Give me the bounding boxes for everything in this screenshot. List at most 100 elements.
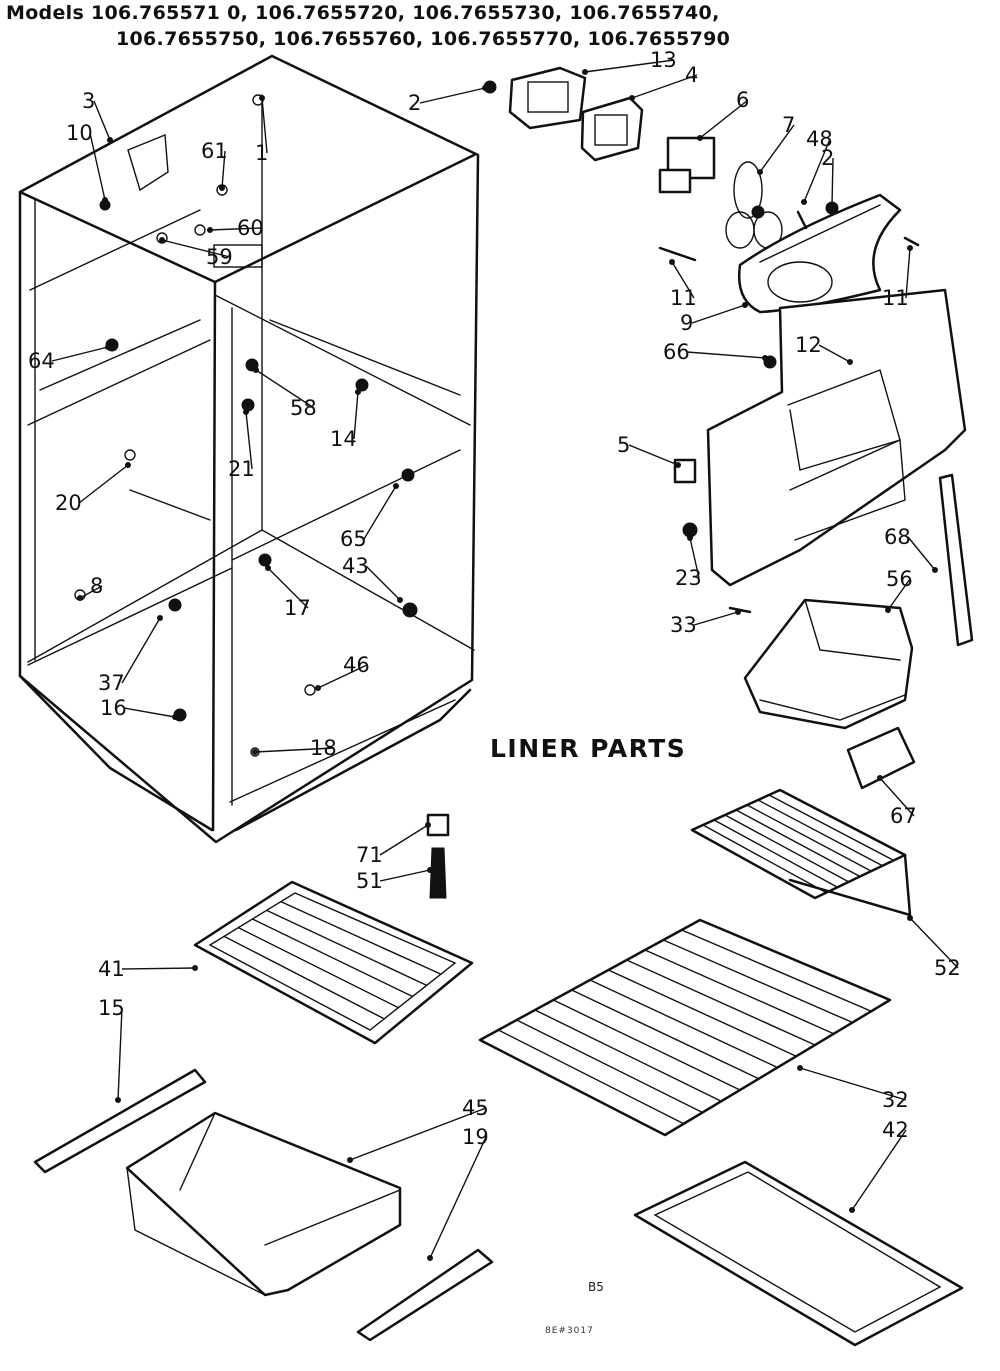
leader-arrow-32: [797, 1065, 803, 1071]
shelf-rib: [265, 909, 428, 987]
callout-51: 51: [356, 869, 383, 893]
callout-13: 13: [650, 48, 677, 72]
shelf-rib: [280, 900, 442, 975]
fan-motor-6: [658, 136, 716, 194]
callout-14: 14: [330, 427, 357, 451]
leader-arrow-41: [192, 965, 198, 971]
leader-line-51: [379, 869, 431, 882]
leader-arrow-1: [259, 95, 265, 101]
leader-arrow-4: [629, 95, 635, 101]
leader-arrow-59: [159, 237, 165, 243]
shelf-trim-15: [33, 1068, 207, 1174]
leader-line-3: [93, 100, 111, 141]
leader-line-7: [759, 124, 795, 173]
callout-67: 67: [890, 804, 917, 828]
callout-5: 5: [617, 433, 630, 457]
leader-arrow-68: [932, 567, 938, 573]
leader-arrow-11: [669, 259, 675, 265]
leader-arrow-71: [425, 822, 431, 828]
leader-arrow-12: [847, 359, 853, 365]
leader-line-19: [429, 1136, 487, 1259]
leader-arrow-58: [253, 367, 259, 373]
wire-shelf-52: [690, 788, 912, 917]
leader-arrow-7: [757, 169, 763, 175]
leader-line-48: [803, 138, 831, 203]
drip-tray-42: [633, 1160, 964, 1347]
callout-11: 11: [882, 286, 909, 310]
callout-12: 12: [795, 333, 822, 357]
leader-arrow-11: [907, 245, 913, 251]
callout-23: 23: [675, 566, 702, 590]
callout-2: 2: [408, 91, 421, 115]
fan-shroud-9: [737, 193, 902, 314]
leader-arrow-23: [687, 535, 693, 541]
leader-line-1: [261, 97, 268, 154]
leader-line-9: [691, 304, 746, 324]
light-lens-4: [580, 96, 644, 162]
leader-line-16: [123, 707, 176, 718]
leader-arrow-15: [115, 1097, 121, 1103]
leader-line-5: [628, 444, 679, 466]
shelf-wire: [570, 989, 760, 1080]
leader-line-68: [907, 536, 936, 571]
callout-17: 17: [284, 596, 311, 620]
leader-arrow-6: [697, 135, 703, 141]
callout-4: 4: [685, 63, 698, 87]
callout-16: 16: [100, 696, 127, 720]
callout-19: 19: [462, 1125, 489, 1149]
shelf-wire: [757, 799, 884, 867]
callout-59: 59: [206, 245, 233, 269]
leader-arrow-16: [172, 714, 178, 720]
shelf-rib: [237, 926, 400, 1009]
callout-21: 21: [228, 457, 255, 481]
leader-line-20: [78, 464, 129, 504]
leader-line-32: [799, 1067, 907, 1101]
callout-46: 46: [343, 653, 370, 677]
callout-61: 61: [201, 139, 228, 163]
callout-56: 56: [886, 567, 913, 591]
callout-58: 58: [290, 396, 317, 420]
wire-shelf-32: [478, 918, 892, 1137]
leader-arrow-51: [427, 867, 433, 873]
leader-arrow-61: [219, 185, 225, 191]
leader-arrow-37: [157, 615, 163, 621]
leader-line-18: [254, 747, 335, 753]
shelf-wire: [735, 809, 861, 878]
leader-line-71: [379, 824, 429, 856]
leader-line-65: [363, 485, 397, 540]
leader-arrow-21: [243, 409, 249, 415]
shelf-wire: [534, 1009, 722, 1102]
models-header-line-2: 106.7655750, 106.7655760, 106.7655770, 1…: [116, 28, 731, 50]
callout-42: 42: [882, 1118, 909, 1142]
leader-line-21: [245, 411, 253, 470]
callout-43: 43: [342, 554, 369, 578]
callout-6: 6: [736, 88, 749, 112]
leader-arrow-43: [397, 597, 403, 603]
leader-lines: [51, 59, 959, 1261]
leader-line-46: [317, 664, 368, 689]
leader-line-17: [267, 567, 309, 609]
evaporator-cover-12: [706, 288, 967, 587]
drawing-number: 8E#3017: [545, 1326, 594, 1336]
crisper-pan-45: [125, 1111, 402, 1297]
leader-arrow-14: [355, 389, 361, 395]
light-housing-13: [508, 66, 587, 130]
leader-arrow-60: [207, 227, 213, 233]
leader-line-13: [584, 59, 675, 73]
callout-33: 33: [670, 613, 697, 637]
leader-line-43: [365, 565, 401, 601]
shelf-wire: [552, 999, 741, 1091]
shelf-rib: [223, 935, 385, 1020]
vertical-trim-68: [938, 473, 974, 647]
callout-20: 20: [55, 491, 82, 515]
leader-line-2: [831, 157, 834, 206]
leader-line-64: [51, 346, 109, 362]
callout-11: 11: [670, 286, 697, 310]
fan-blade-7: [725, 161, 783, 249]
leader-line-41: [121, 967, 196, 970]
leader-line-45: [349, 1107, 487, 1161]
leader-line-6: [699, 99, 749, 139]
shelf-wire: [746, 804, 872, 872]
